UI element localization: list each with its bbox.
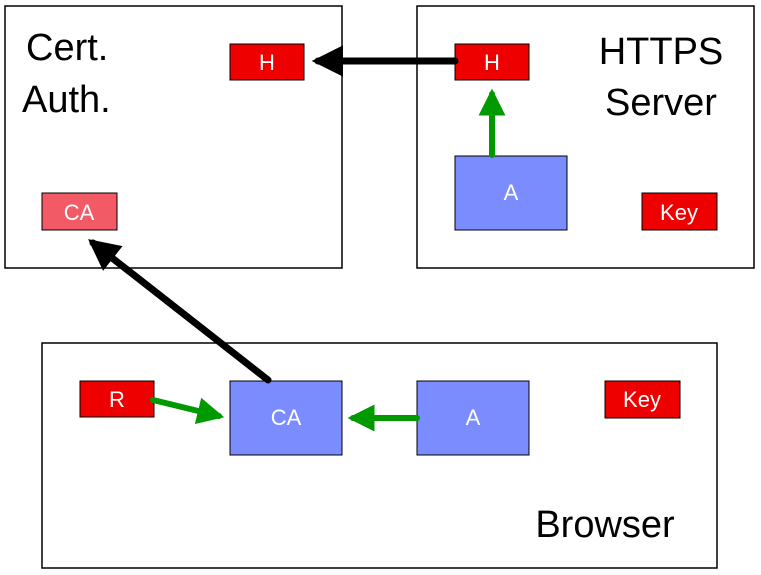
browser-title: Browser <box>535 504 675 546</box>
cert-auth-title-line2: Auth. <box>22 79 111 121</box>
browser-key-box: Key <box>604 380 681 419</box>
cert-auth-title-line1: Cert. <box>26 27 108 69</box>
browser-a-label: A <box>466 405 481 430</box>
browser-root-label: R <box>109 387 125 412</box>
ca-cert-label: CA <box>64 200 95 225</box>
https-server-panel: HTTPS Server H A Key <box>416 5 755 269</box>
server-key-label: Key <box>660 200 698 225</box>
server-hash-label: H <box>484 50 500 75</box>
browser-ca-box: CA <box>229 380 343 456</box>
server-a-box: A <box>454 155 568 231</box>
browser-ca-label: CA <box>271 405 302 430</box>
browser-ca-to-ca-cert-arrow <box>88 239 272 384</box>
browser-panel: Browser R CA A Key <box>41 342 718 569</box>
browser-key-label: Key <box>623 387 661 412</box>
server-key-box: Key <box>641 192 718 231</box>
ca-hash-box: H <box>229 43 305 81</box>
browser-a-box: A <box>416 380 530 456</box>
server-hash-box: H <box>454 43 530 81</box>
server-title-line2: Server <box>605 82 717 124</box>
root-to-browser-ca-arrow <box>150 397 225 425</box>
server-a-label: A <box>504 180 519 205</box>
browser-root-box: R <box>79 380 155 418</box>
cert-auth-panel: Cert. Auth. H CA <box>4 5 343 269</box>
server-title-line1: HTTPS <box>599 31 724 73</box>
ca-cert-box: CA <box>41 192 118 231</box>
ca-hash-label: H <box>259 50 275 75</box>
